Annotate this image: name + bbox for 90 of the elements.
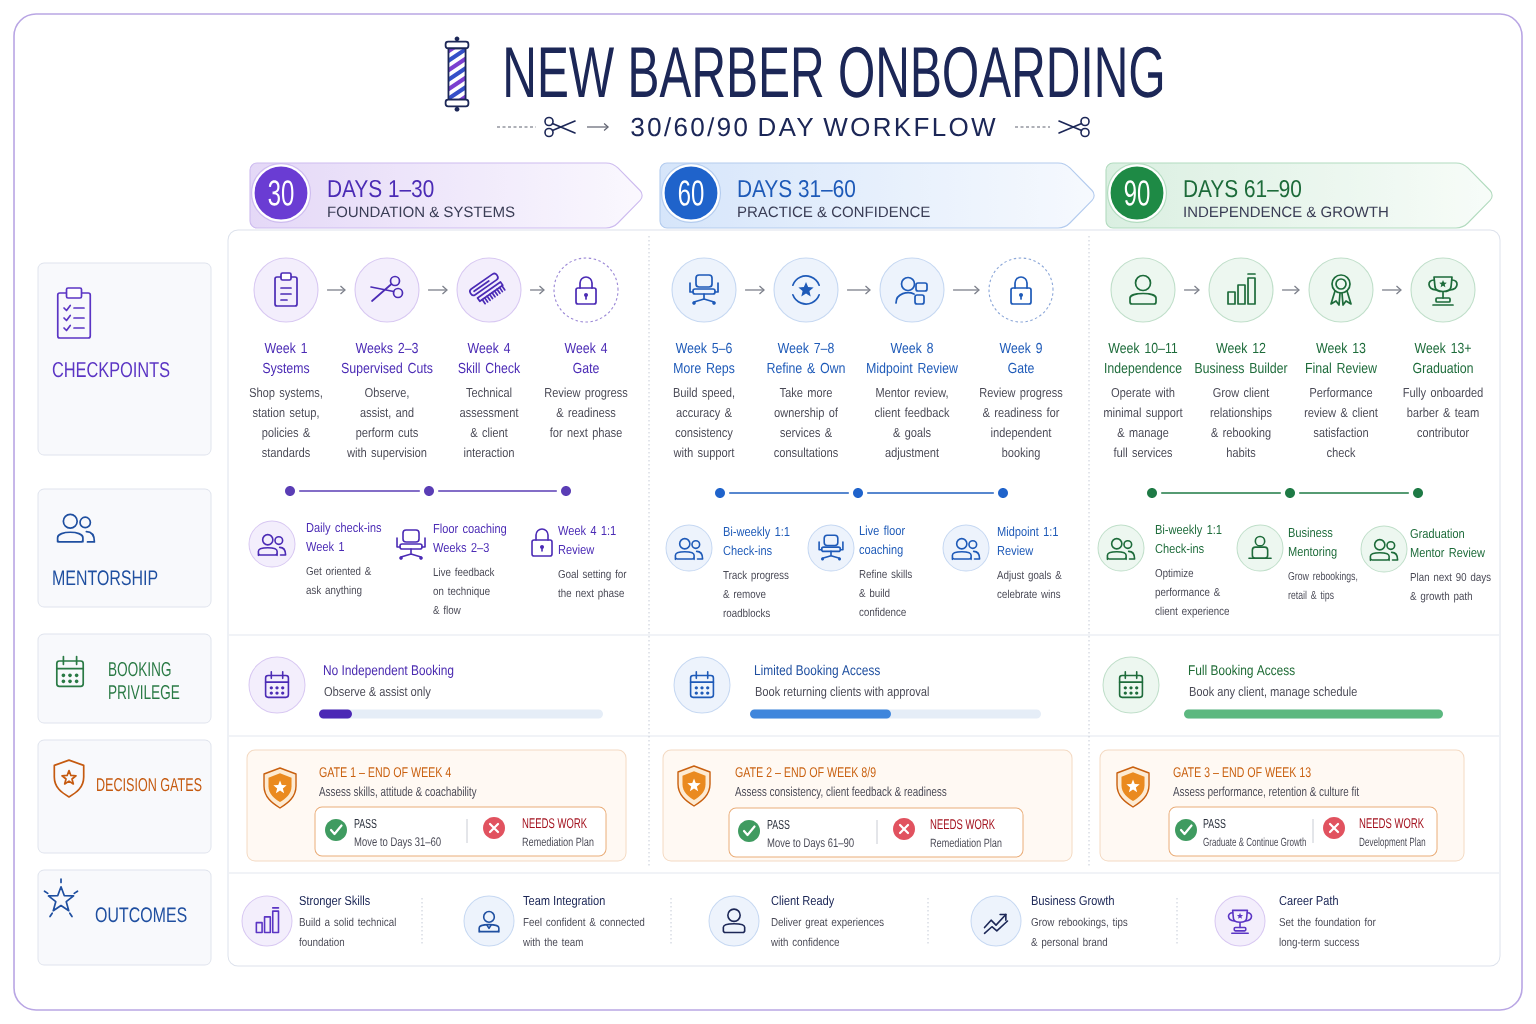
timeline-line xyxy=(298,490,421,492)
outcome-title: Business Growth xyxy=(1031,895,1114,906)
mentor-note: Goal setting for the next phase xyxy=(558,569,627,600)
checkpoint-text: Review progress & readiness for independent booking xyxy=(980,387,1063,460)
arrow xyxy=(744,285,765,295)
arrow xyxy=(529,285,545,295)
result-box: PASS Move to Days 31–60 NEEDS WORK Remediation Plan xyxy=(314,806,607,857)
checkpoint-title: Refine & Own xyxy=(767,362,845,374)
category-card: OUTCOMES xyxy=(37,869,212,966)
booking-note: Observe & assist only xyxy=(324,686,431,699)
checkpoint-title: Midpoint Review xyxy=(867,362,958,376)
booking-title: Limited Booking Access xyxy=(755,664,880,678)
outcome-note: Feel confident & connected with the team xyxy=(523,917,645,947)
checkpoint-title: Independence xyxy=(1105,362,1182,376)
week-label: Week 9 xyxy=(999,342,1042,354)
arrow xyxy=(846,285,871,295)
outcome-title: Stronger Skills xyxy=(299,895,370,908)
checkpoint-text: Operate with minimal support & manage full services xyxy=(1104,387,1183,458)
checkpoint-title: Supervised Cuts xyxy=(341,362,433,376)
booking-note: Book returning clients with approval xyxy=(755,686,929,699)
checkpoint-text: Review progress & readiness for next phase xyxy=(545,387,628,440)
checkpoint-title: Graduation xyxy=(1413,362,1473,374)
outcome-note: Grow rebookings, tips & personal brand xyxy=(1031,917,1128,949)
week-label: Week 13 xyxy=(1316,342,1366,354)
week-label: Week 13+ xyxy=(1414,342,1471,354)
week-label: Week 1 xyxy=(264,342,307,354)
timeline-line xyxy=(1160,492,1282,494)
category-card: BOOKING PRIVILEGE xyxy=(37,633,212,724)
week-label: Weeks 2–3 xyxy=(355,342,418,354)
checkpoint-text: Performance review & client satisfaction check xyxy=(1304,387,1378,458)
arrow xyxy=(1281,285,1300,295)
week-label: Week 7–8 xyxy=(777,342,834,354)
week-label: Week 12 xyxy=(1216,342,1266,354)
checkpoint-title: Systems xyxy=(262,362,310,376)
category-card: MENTORSHIP xyxy=(37,488,212,608)
arrow xyxy=(952,285,980,295)
checkpoint-text: Technical assessment & client interaction xyxy=(460,387,519,458)
week-label: Week 5–6 xyxy=(675,342,732,354)
checkpoint-title: More Reps xyxy=(674,363,735,376)
timeline-line xyxy=(1298,492,1410,494)
arrow xyxy=(326,285,346,295)
checkpoint-text: Shop systems, station setup, policies & standards xyxy=(249,387,322,458)
arrow xyxy=(1381,285,1402,295)
checkpoint-title: Final Review xyxy=(1306,362,1377,374)
mentor-note: Grow rebookings, retail & tips xyxy=(1288,571,1358,602)
mentor-note: Optimize performance & client experience xyxy=(1155,568,1230,618)
mentor-note: Plan next 90 days & growth path xyxy=(1410,572,1491,603)
mentor-title: Graduation Mentor Review xyxy=(1410,528,1485,558)
mentor-note: Live feedback on technique & flow xyxy=(433,567,495,615)
arrow xyxy=(1183,285,1200,295)
checkpoint-text: Fully onboarded barber & team contributor xyxy=(1403,387,1483,438)
checkpoint-text: Build speed, accuracy & consistency with support xyxy=(673,387,735,460)
result-box: PASS Graduate & Continue Growth NEEDS WORK Development Plan xyxy=(1168,806,1438,857)
week-label: Week 4 xyxy=(564,342,608,354)
checkpoint-text: Observe, assist, and perform cuts with supervision xyxy=(347,387,427,460)
outcome-note: Deliver great experiences with confidence xyxy=(771,917,884,947)
checkpoint-text: Take more ownership of services & consultations xyxy=(774,387,838,458)
mentor-title: Daily check-ins Week 1 xyxy=(306,522,382,552)
timeline-line xyxy=(437,490,558,492)
day-badge: 30 xyxy=(251,163,311,223)
outcome-note: Build a solid technical foundation xyxy=(299,917,396,947)
booking-title: Full Booking Access xyxy=(1189,664,1295,678)
result-box: PASS Move to Days 61–90 NEEDS WORK Remediation Plan xyxy=(728,807,1024,858)
outcome-title: Team Integration xyxy=(523,895,605,908)
checkpoint-title: Gate xyxy=(1008,362,1034,374)
week-label: Week 10–11 xyxy=(1108,342,1178,354)
week-label: Week 8 xyxy=(890,342,933,354)
category-card: DECISION GATES xyxy=(37,739,212,854)
outcome-title: Client Ready xyxy=(771,895,835,908)
checkpoint-text: Mentor review, client feedback & goals adjustment xyxy=(875,387,950,460)
outcome-note: Set the foundation for long-term success xyxy=(1279,917,1376,949)
mentor-note: Track progress & remove roadblocks xyxy=(723,570,789,618)
timeline-line xyxy=(728,492,850,494)
checkpoint-title: Gate xyxy=(573,362,599,374)
day-badge: 90 xyxy=(1107,163,1167,223)
arrow xyxy=(427,285,448,295)
checkpoint-title: Skill Check xyxy=(458,362,521,374)
checkpoint-text: Grow client relationships & rebooking habits xyxy=(1210,387,1272,458)
mentor-note: Refine skills & build confidence xyxy=(859,569,912,617)
title: NEW BARBER ONBOARDING xyxy=(506,46,1163,98)
outcome-title: Career Path xyxy=(1279,895,1338,906)
timeline-line xyxy=(866,492,995,494)
checkpoint-title: Business Builder xyxy=(1195,362,1288,374)
week-label: Week 4 xyxy=(467,342,511,354)
category-card: CHECKPOINTS xyxy=(37,262,212,456)
booking-title: No Independent Booking xyxy=(324,664,454,678)
mentor-note: Get oriented & ask anything xyxy=(306,566,372,597)
booking-note: Book any client, manage schedule xyxy=(1189,686,1357,699)
day-badge: 60 xyxy=(661,163,721,223)
mentor-note: Adjust goals & celebrate wins xyxy=(997,570,1062,599)
